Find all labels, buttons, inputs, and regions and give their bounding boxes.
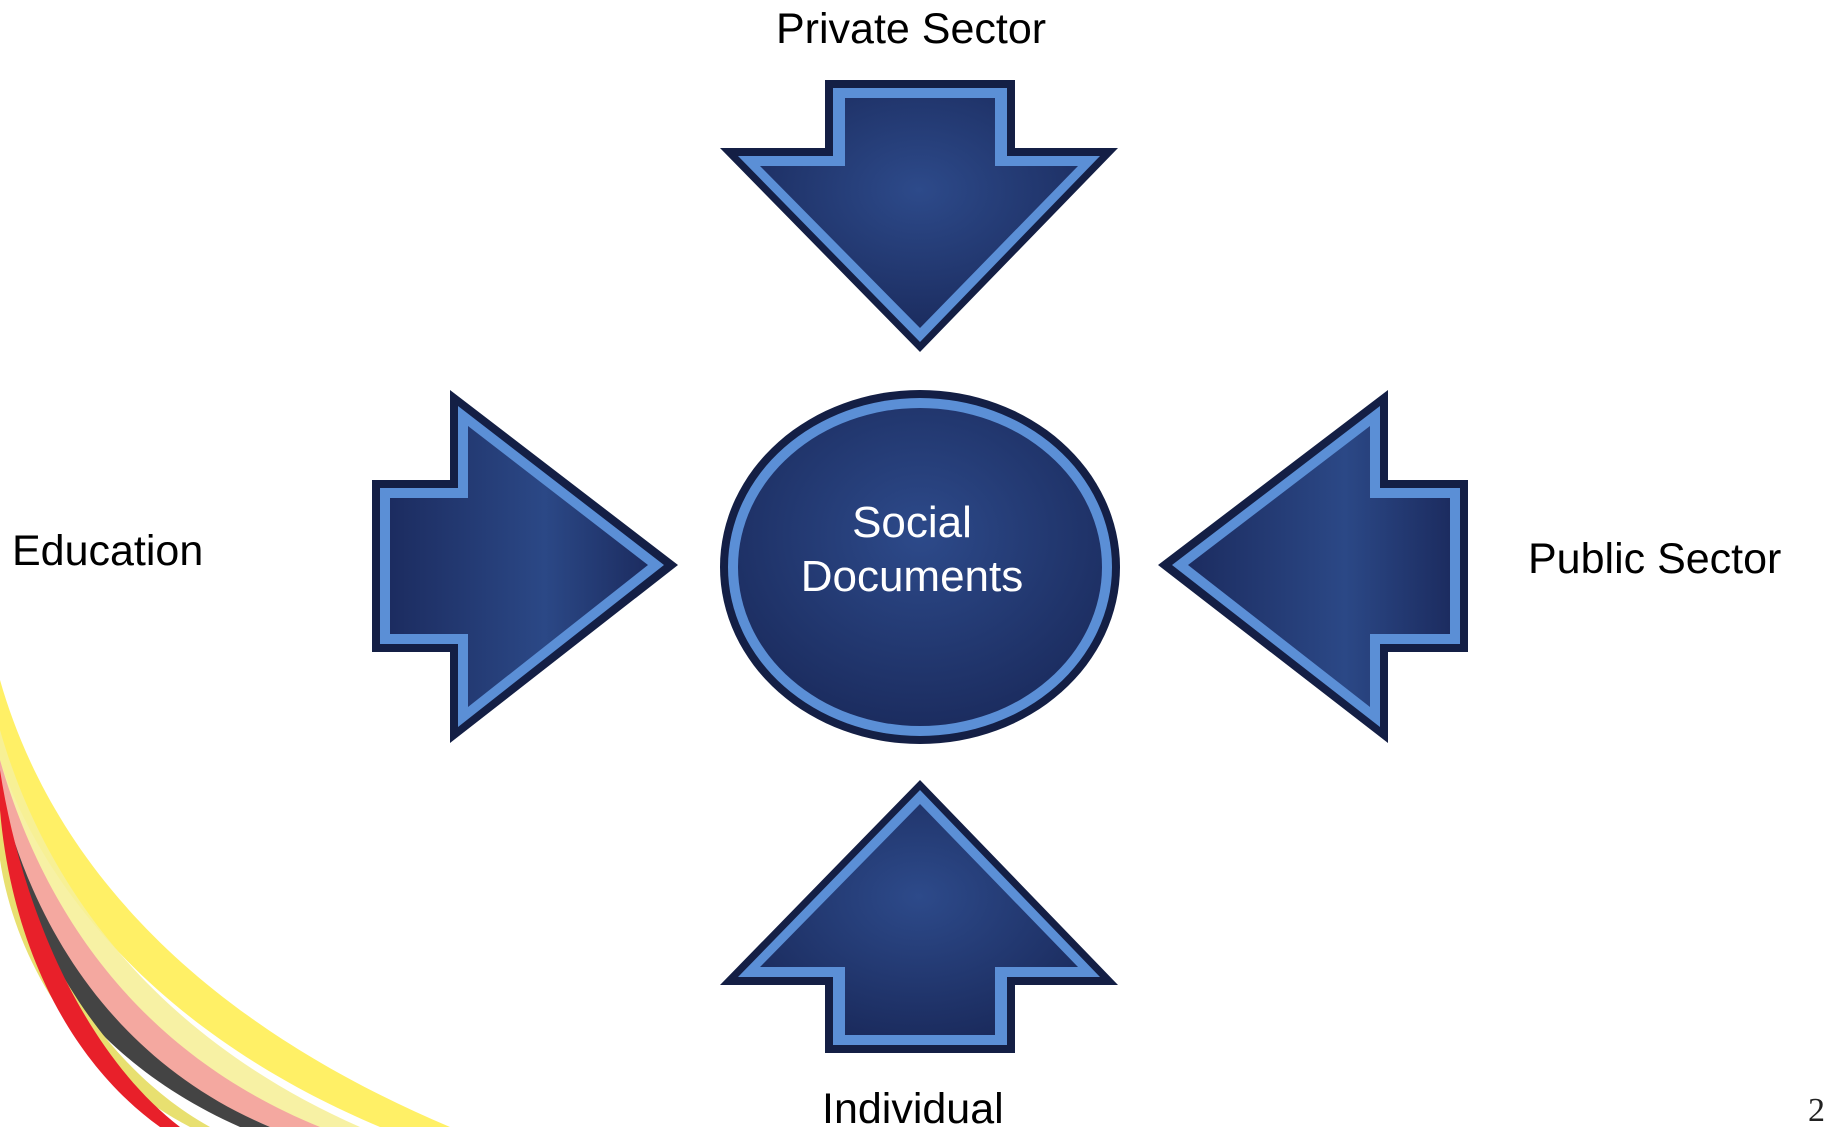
center-label: Social Documents [732,496,1092,604]
center-label-line1: Social [852,498,972,547]
arrow-left-shape [1158,390,1468,743]
center-ellipse [720,390,1120,744]
label-private-sector: Private Sector [776,5,1047,53]
arrow-right-shape [372,390,678,743]
label-public-sector: Public Sector [1528,535,1782,583]
center-label-line2: Documents [800,552,1024,601]
decorative-swoosh [0,680,450,1127]
label-individual: Individual [822,1085,1004,1133]
arrow-down-shape [720,80,1118,352]
slide-number: 2 [1808,1092,1825,1129]
arrow-up-shape [720,780,1118,1053]
label-education: Education [12,527,204,575]
